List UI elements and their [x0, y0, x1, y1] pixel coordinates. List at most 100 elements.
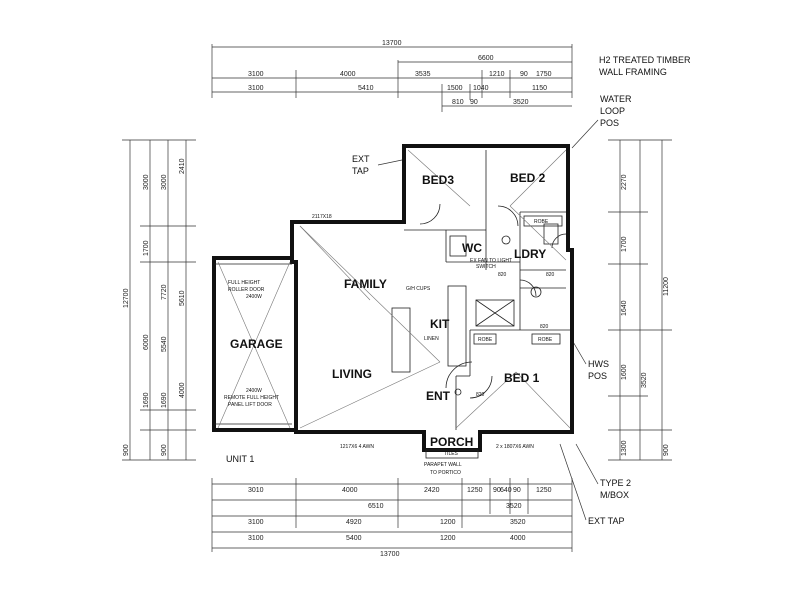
dim-top-overall: 13700	[382, 40, 402, 47]
dim-left-inner-b: 5610	[179, 290, 186, 306]
dim-top-r3-a: 3100	[248, 85, 264, 92]
wc-pan	[449, 235, 467, 257]
dim-left-outer-d: 900	[123, 444, 130, 456]
dim-right-outer-b: 3520	[641, 372, 648, 388]
water-loop-line1: WATER	[600, 94, 632, 104]
dim-bottom-r4-a: 3100	[248, 535, 264, 542]
laundry-tub	[543, 223, 559, 245]
ext-tap-top-line1: EXT	[352, 154, 370, 164]
dim-bottom-r2-b: 3520	[506, 503, 522, 510]
window-front-left-label: 1217X6 4 AWN	[340, 444, 374, 450]
water-loop-line2: LOOP	[600, 106, 625, 116]
dim-right-inner-c: 1640	[621, 300, 628, 316]
fridge-label: G/H CUPS	[406, 286, 431, 292]
dim-bottom-r3-b: 4920	[346, 519, 362, 526]
notes: H2 TREATED TIMBER WALL FRAMING WATER LOO…	[226, 55, 691, 526]
room-garage: GARAGE	[230, 337, 283, 351]
dim-top-r2-b: 4000	[340, 71, 356, 78]
dim-right-outer-c: 900	[663, 444, 670, 456]
dim-left-mid-b: 1700	[143, 240, 150, 256]
water-loop-line3: POS	[600, 118, 619, 128]
dim-top-r3-b: 5410	[358, 85, 374, 92]
room-porch: PORCH	[430, 435, 473, 449]
exhaust-fan-2: SWITCH	[476, 264, 496, 270]
dim-right-inner-a: 2270	[621, 174, 628, 190]
robe-bed2-label: ROBE	[534, 219, 549, 225]
robe-bed1a	[473, 333, 497, 345]
framing-note-line2: WALL FRAMING	[599, 67, 667, 77]
dim-bottom-r1-f: 640	[500, 487, 512, 494]
bottom-dimension-lines: 3010 4000 2420 1250 90 640 90 1250 6510 …	[211, 478, 573, 558]
garage-door-top-1: FULL HEIGHT	[228, 280, 260, 286]
room-labels: BED3 BED 2 WC LDRY FAMILY KIT GARAGE LIV…	[230, 171, 546, 449]
ext-tap-top-line2: TAP	[352, 166, 369, 176]
dim-top-r3-d: 1040	[473, 85, 489, 92]
bath-tub	[475, 299, 515, 327]
building-walls	[212, 144, 574, 459]
tiles-label: TILES	[444, 451, 459, 457]
dim-bottom-r4-c: 1200	[440, 535, 456, 542]
unit-label: UNIT 1	[226, 454, 254, 464]
bed1-width-label: 820	[540, 324, 549, 330]
dim-left-mid-a: 3000	[143, 174, 150, 190]
dim-left-inner-e: 900	[161, 444, 168, 456]
dim-bottom-r3-c: 1200	[440, 519, 456, 526]
dim-bottom-overall: 13700	[380, 551, 400, 558]
to-portico-label: TO PORTICO	[430, 470, 461, 476]
hws-line1: HWS	[588, 359, 609, 369]
kitchen-island	[391, 307, 411, 373]
top-dimension-lines: 13700 6600 3100 4000 3535 1210 90 1750 3…	[211, 40, 573, 112]
dim-top-r4-a: 810	[452, 99, 464, 106]
type2-line1: TYPE 2	[600, 478, 631, 488]
dim-right-inner-d: 1600	[621, 364, 628, 380]
dim-right-inner-b: 1700	[621, 236, 628, 252]
robe-bed2	[523, 215, 563, 227]
dim-bottom-r1-e: 90	[493, 487, 501, 494]
garage-door-top-2: ROLLER DOOR	[228, 287, 265, 293]
dim-top-r3-e: 1150	[532, 85, 547, 92]
dim-bottom-r1-h: 1250	[536, 487, 552, 494]
left-dimension-lines: 12700 6000 1690 900 3000 1700 5540 4000 …	[122, 139, 196, 461]
robe-bed1b	[531, 333, 561, 345]
dim-bottom-r4-b: 5400	[346, 535, 362, 542]
dim-left-near-a: 2410	[179, 158, 186, 174]
dim-top-r2-e: 90	[520, 71, 528, 78]
dim-top-right-sub: 6600	[478, 55, 494, 62]
dim-bottom-r1-g: 90	[513, 487, 521, 494]
ldry-width-label: 820	[546, 272, 555, 278]
garage-door-top-3: 2400W	[246, 294, 262, 300]
robe-bed1b-label: ROBE	[538, 337, 553, 343]
dim-left-outer-b: 6000	[143, 334, 150, 350]
exhaust-fan-1: EX FAN TO LIGHT	[470, 258, 512, 264]
dim-top-r2-c: 3535	[415, 71, 431, 78]
dim-left-outer-c: 1690	[143, 392, 150, 408]
roof-lines	[217, 149, 571, 429]
room-kit: KIT	[430, 317, 450, 331]
ent-width-label: 820	[476, 392, 485, 398]
dim-left-inner-a: 3000	[161, 174, 168, 190]
dim-left-mid-d: 4000	[179, 382, 186, 398]
dim-left-inner-c: 7720	[161, 284, 168, 300]
dim-left-inner-d: 1690	[161, 392, 168, 408]
room-family: FAMILY	[344, 277, 387, 291]
kitchen-bench	[447, 285, 467, 367]
dim-bottom-r1-d: 1250	[467, 487, 483, 494]
right-dimension-lines: 11200 3520 900 2270 1700 1640 1600 1300	[608, 139, 672, 461]
dim-top-r3-c: 1500	[447, 85, 463, 92]
room-wc: WC	[462, 241, 482, 255]
dim-bottom-r3-d: 3520	[510, 519, 526, 526]
dim-left-outer-a: 12700	[123, 288, 130, 308]
room-bed2: BED 2	[510, 171, 546, 185]
basin	[530, 286, 542, 298]
window-front-right-label: 2 x 1807X6 AWN	[496, 444, 534, 450]
room-bed3: BED3	[422, 173, 454, 187]
room-ldry: LDRY	[514, 247, 546, 261]
dim-top-r2-f: 1750	[536, 71, 552, 78]
dim-right-inner-e: 1300	[621, 440, 628, 456]
ext-tap-bottom: EXT TAP	[588, 516, 625, 526]
wc-width-label: 820	[498, 272, 507, 278]
room-ent: ENT	[426, 389, 451, 403]
type2-line2: M/BOX	[600, 490, 629, 500]
hws-line2: POS	[588, 371, 607, 381]
